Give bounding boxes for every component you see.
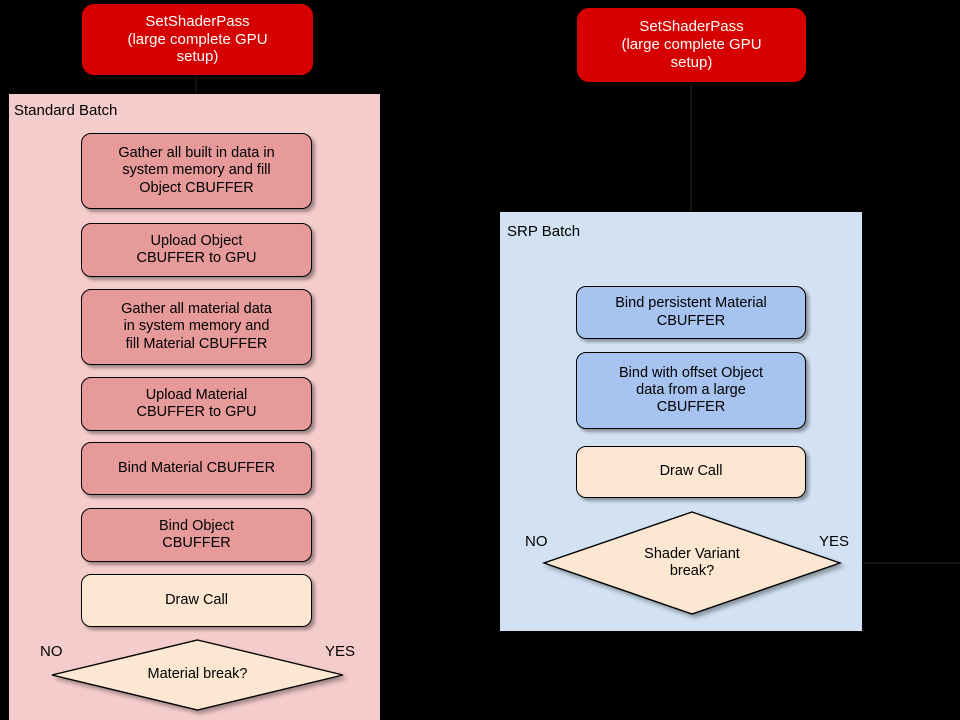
left-step-bind-material[interactable]: Bind Material CBUFFER [81,442,312,495]
left-step-upload-object[interactable]: Upload Object CBUFFER to GPU [81,223,312,277]
left-step-bind-object[interactable]: Bind Object CBUFFER [81,508,312,562]
right-no-label: NO [525,533,548,550]
left-no-label: NO [40,643,63,660]
left-step-gather-builtin[interactable]: Gather all built in data in system memor… [81,133,312,209]
left-entry-setshaderpass[interactable]: SetShaderPass (large complete GPU setup) [82,4,313,75]
right-step-bind-offset-object[interactable]: Bind with offset Object data from a larg… [576,352,806,429]
right-decision-shader-variant-break[interactable]: Shader Variant break? [541,511,843,617]
right-draw-call[interactable]: Draw Call [576,446,806,498]
right-decision-label: Shader Variant break? [644,545,740,579]
standard-batch-label: Standard Batch [14,102,118,119]
left-decision-material-break[interactable]: Material break? [51,639,344,720]
right-entry-setshaderpass[interactable]: SetShaderPass (large complete GPU setup) [577,8,806,82]
left-decision-label: Material break? [147,666,248,683]
left-draw-call[interactable]: Draw Call [81,574,312,627]
right-yes-label: YES [819,533,850,550]
right-step-bind-persistent-material[interactable]: Bind persistent Material CBUFFER [576,286,806,339]
left-step-upload-material[interactable]: Upload Material CBUFFER to GPU [81,377,312,431]
srp-batch-label: SRP Batch [507,223,581,240]
left-yes-label: YES [325,643,356,660]
left-step-gather-material[interactable]: Gather all material data in system memor… [81,289,312,365]
